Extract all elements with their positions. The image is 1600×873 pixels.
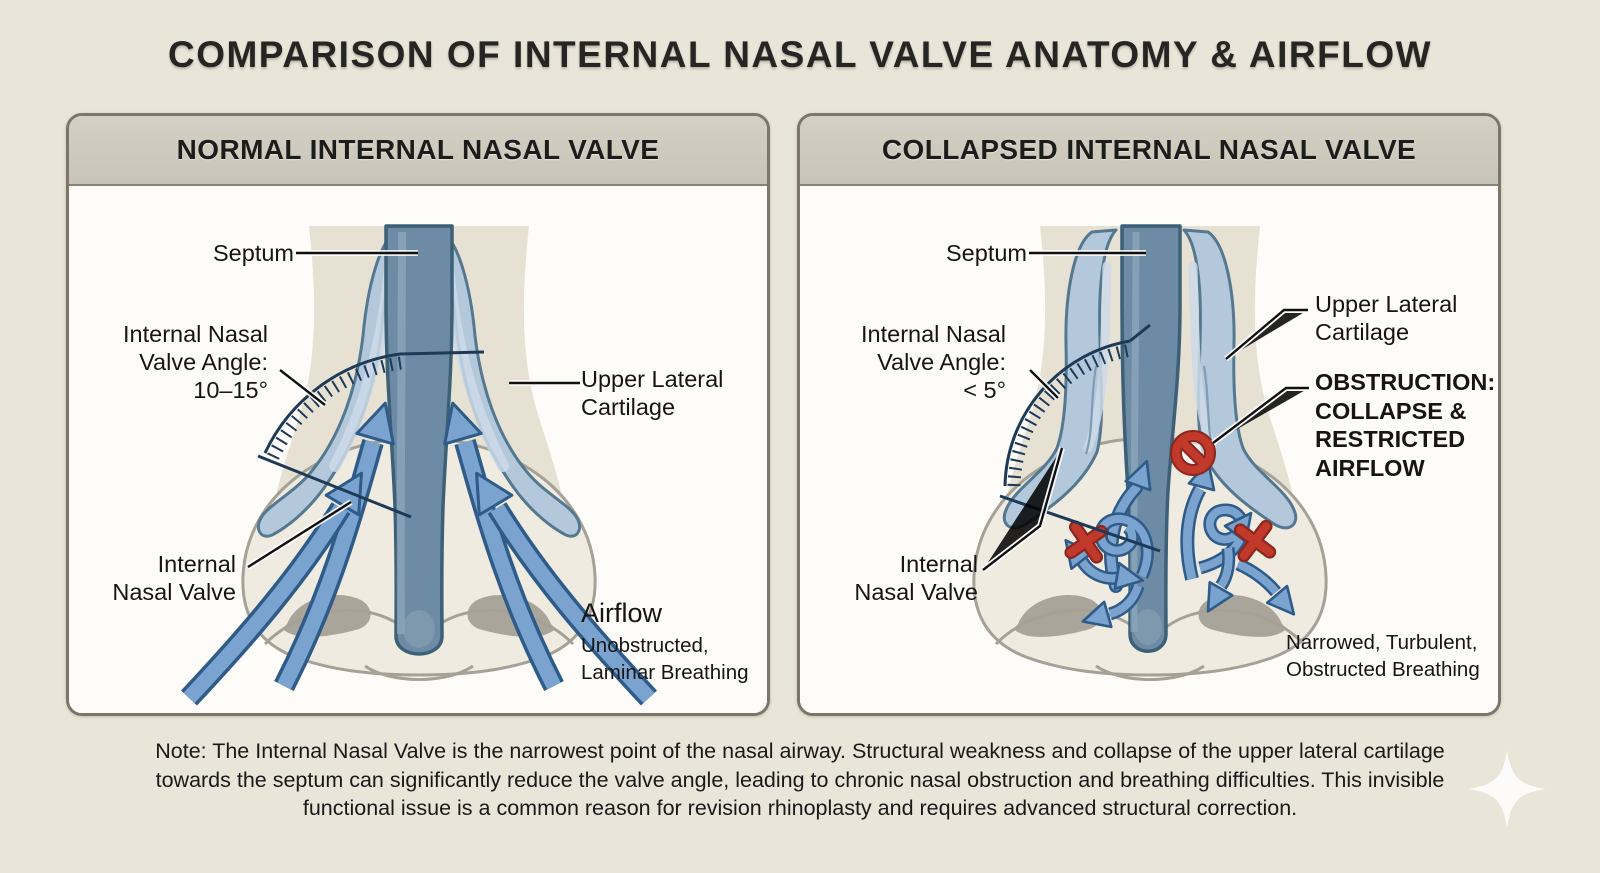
airflow-arrow-outer-left xyxy=(180,461,380,706)
label-valve-angle: Internal Nasal Valve Angle: 10–15° xyxy=(123,321,268,403)
page-title: COMPARISON OF INTERNAL NASAL VALVE ANATO… xyxy=(167,34,1433,75)
label-obstruction: OBSTRUCTION: COLLAPSE & RESTRICTED AIRFL… xyxy=(1315,369,1496,481)
collapsed-nasal-valve-illustration xyxy=(972,224,1328,681)
valve-angle-protractor xyxy=(257,350,485,519)
turbulent-arrow-down xyxy=(1195,547,1236,620)
turbulent-arrow-down-left xyxy=(1077,583,1145,636)
panel-collapsed-header: COLLAPSED INTERNAL NASAL VALVE xyxy=(800,116,1498,186)
footnote: Note: The Internal Nasal Valve is the na… xyxy=(0,737,1600,823)
no-entry-icon xyxy=(1170,430,1216,476)
leader-lines xyxy=(981,250,1309,573)
footnote-line: Note: The Internal Nasal Valve is the na… xyxy=(155,739,1445,763)
airflow-arrow-outer-right xyxy=(458,461,658,706)
nose-base-curve xyxy=(364,664,474,681)
panel-normal-header: NORMAL INTERNAL NASAL VALVE xyxy=(69,116,767,186)
label-septum: Septum xyxy=(213,240,294,266)
x-mark-icon xyxy=(1233,519,1277,563)
label-airflow: Airflow xyxy=(581,598,663,628)
label-airflow-caption: Unobstructed, Laminar Breathing xyxy=(581,634,749,684)
airflow-arrow-inner-left xyxy=(274,396,406,692)
septum-shape xyxy=(384,224,454,656)
label-upper-lateral-cartilage: Upper Lateral Cartilage xyxy=(581,366,724,420)
label-airflow-caption: Narrowed, Turbulent, Obstructed Breathin… xyxy=(1286,631,1480,681)
panel-collapsed: COLLAPSED INTERNAL NASAL VALVE xyxy=(797,113,1501,716)
airflow-arrow-inner-right xyxy=(432,396,564,692)
label-internal-valve: Internal Nasal Valve xyxy=(854,551,978,605)
x-mark-icon xyxy=(1064,520,1108,564)
turbulent-arrow xyxy=(1180,457,1223,581)
panel-normal: NORMAL INTERNAL NASAL VALVE xyxy=(66,113,770,716)
turbulent-double-arrow xyxy=(1054,530,1147,595)
turbulent-arrow-down-right xyxy=(1235,558,1306,624)
footnote-line: towards the septum can significantly red… xyxy=(155,767,1445,792)
label-upper-lateral-cartilage: Upper Lateral Cartilage xyxy=(1315,291,1458,345)
label-septum: Septum xyxy=(946,240,1027,266)
panel-normal-body: Septum Internal Nasal Valve Angle: 10–15… xyxy=(69,186,767,713)
sparkle-icon xyxy=(1468,750,1546,828)
label-valve-angle: Internal Nasal Valve Angle: < 5° xyxy=(861,321,1006,403)
footnote-line: functional issue is a common reason for … xyxy=(302,796,1298,820)
leader-lines xyxy=(246,250,580,570)
airflow-arrows xyxy=(180,396,658,706)
label-internal-valve: Internal Nasal Valve xyxy=(112,551,236,605)
panel-collapsed-body: Septum Internal Nasal Valve Angle: < 5° … xyxy=(800,186,1498,713)
normal-nasal-valve-illustration xyxy=(180,224,658,706)
nose-base-curve xyxy=(1095,664,1205,681)
